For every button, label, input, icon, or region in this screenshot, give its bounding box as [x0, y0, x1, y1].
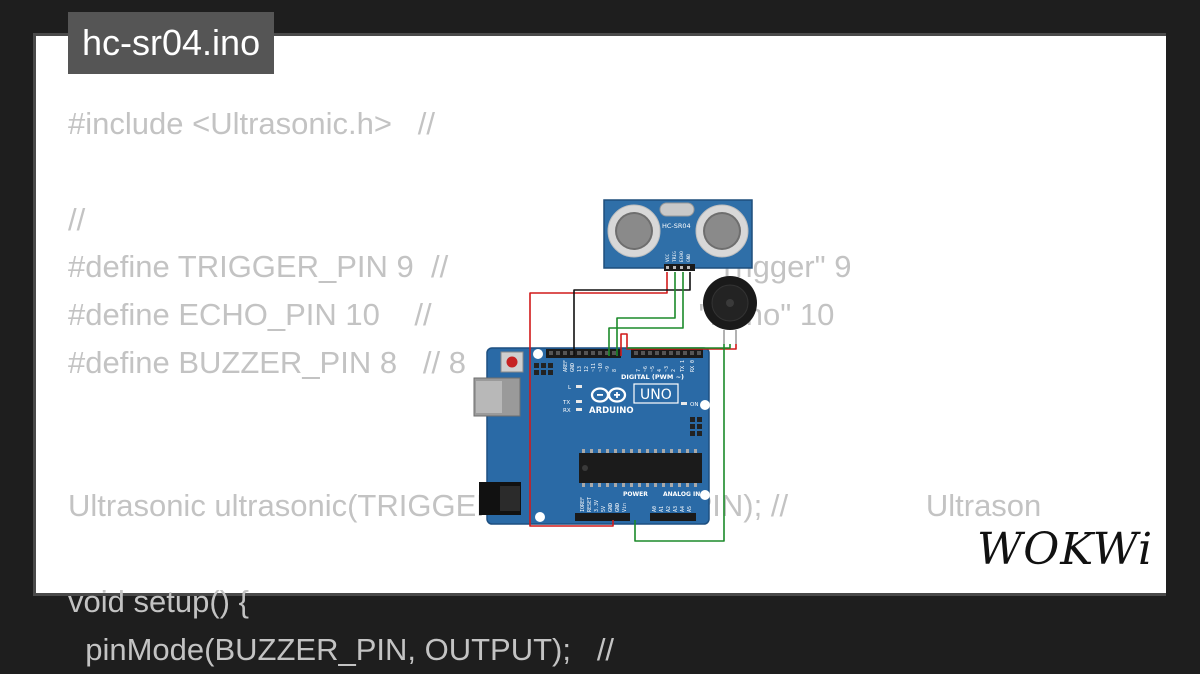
analog-header-label: ANALOG IN [663, 491, 700, 498]
pin-label: A5 [687, 506, 693, 512]
file-title: hc-sr04.ino [68, 12, 275, 74]
sensor-pin-label: TRIG [672, 251, 678, 262]
pin-label: IOREF [580, 497, 586, 512]
pin-label: 12 [584, 366, 590, 372]
pin-label: Vin [622, 503, 628, 512]
wire-buzzer-pin8-green [627, 344, 731, 349]
led-label: L [568, 385, 572, 391]
pin-label: A1 [659, 506, 665, 512]
hc-sr04-sensor[interactable]: HC-SR04 VCC TRIG ECHO GND [603, 199, 753, 271]
pin-label: GND [615, 503, 621, 512]
pin-label: 3.3V [594, 500, 600, 512]
board-brand: ARDUINO [589, 406, 634, 416]
pin-label: A2 [666, 506, 672, 512]
sensor-pin-label: GND [686, 254, 692, 262]
pin-label: A0 [652, 506, 658, 512]
pin-label: 4 [657, 369, 663, 372]
pin-label: 13 [577, 366, 583, 372]
arduino-logo [590, 387, 627, 403]
wires [529, 272, 737, 542]
power-header [575, 513, 630, 521]
pin-label: GND [608, 503, 614, 512]
digital-header-right [631, 349, 703, 358]
code-line: #include <Ultrasonic.h> // [68, 106, 436, 141]
pin-label: 8 [612, 369, 618, 372]
code-line: // [68, 201, 86, 237]
microcontroller-chip [579, 453, 702, 483]
sensor-pin-label: VCC [665, 254, 671, 262]
reset-button[interactable] [506, 356, 518, 368]
buzzer[interactable] [703, 276, 757, 344]
digital-header-left [546, 349, 621, 358]
ultrasonic-transducer-right [695, 204, 749, 258]
pin-label: ~3 [664, 366, 670, 372]
pin-label: 2 [671, 369, 677, 372]
led-label: RX [563, 408, 571, 414]
pin-label: ~6 [643, 366, 649, 372]
wire-buzzer-pin8 [620, 333, 737, 356]
pin-label: RESET [587, 497, 593, 512]
led-label: TX [562, 400, 570, 406]
digital-header-label: DIGITAL (PWM ~) [621, 373, 684, 381]
wokwi-logo: WOKWi [977, 524, 1154, 575]
wire-trig [616, 272, 676, 356]
pin-label: GND [570, 363, 576, 372]
pin-label: RX 0 [690, 360, 696, 372]
code-line: pinMode(BUZZER_PIN, OUTPUT); // [68, 631, 615, 667]
wire-echo [608, 272, 684, 356]
pin-label: ~10 [598, 363, 604, 372]
pin-label: 5V [601, 506, 607, 512]
code-line: #define BUZZER_PIN 8 // 8 [68, 344, 467, 380]
code-line: #define ECHO_PIN 10 // "Echo" 10 [68, 297, 835, 333]
circuit-diagram: AREF GND 13 12 ~11 ~10 ~9 8 7 ~6 ~5 4 ~3… [473, 199, 757, 542]
analog-header [650, 513, 696, 521]
pin-label: TX 1 [680, 360, 686, 372]
on-label: ON [690, 402, 698, 408]
ultrasonic-transducer-left [607, 204, 661, 258]
pin-label: A3 [673, 506, 679, 512]
pin-label: ~9 [605, 366, 611, 372]
power-header-label: POWER [623, 491, 648, 498]
pin-label: ~5 [650, 366, 656, 372]
code-line: void setup() { [68, 583, 249, 619]
sensor-pin-label: ECHO [679, 251, 685, 262]
wire-gnd [573, 272, 691, 356]
sensor-label: HC-SR04 [662, 222, 691, 230]
arduino-uno-board[interactable]: AREF GND 13 12 ~11 ~10 ~9 8 7 ~6 ~5 4 ~3… [473, 347, 710, 525]
pin-label: 7 [636, 369, 642, 372]
pin-label: A4 [680, 506, 686, 512]
pin-label: AREF [563, 360, 569, 372]
wire-buzzer-gnd [634, 344, 725, 542]
pin-label: ~11 [591, 363, 597, 372]
board-model: UNO [640, 387, 672, 403]
